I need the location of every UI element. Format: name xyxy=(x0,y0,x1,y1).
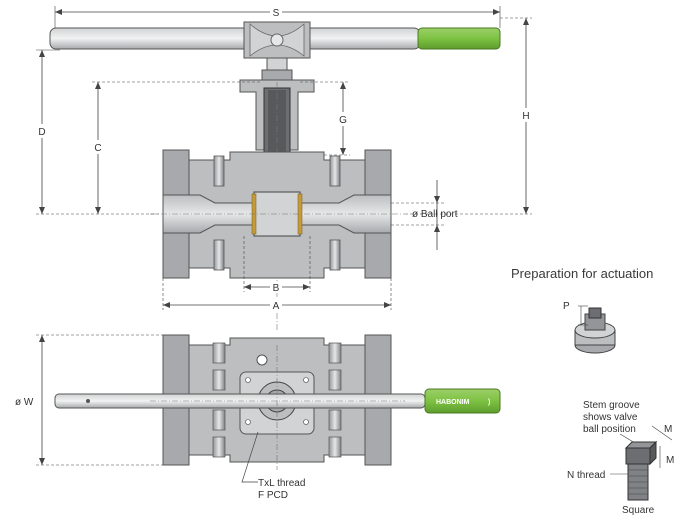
front-section-view: S H D C xyxy=(36,6,532,330)
dim-label-m-side: M xyxy=(666,455,674,466)
dim-label-b: B xyxy=(273,283,280,294)
dim-label-h: H xyxy=(522,111,529,122)
dim-label-a: A xyxy=(273,301,280,312)
handle-grip-green xyxy=(417,27,501,50)
top-plan-view: HABONIM ) ø W TxL thread F PCD xyxy=(15,334,501,501)
dimension-b: B xyxy=(243,236,311,294)
actuation-prep: Preparation for actuation P Stem groove … xyxy=(511,266,674,516)
label-stem-line3: ball position xyxy=(583,424,636,435)
dimension-c: C xyxy=(92,81,262,214)
dim-label-g: G xyxy=(339,115,347,126)
stem-groove-detail: Stem groove shows valve ball position M … xyxy=(567,400,674,516)
dimension-ball-port: ø Ball port xyxy=(391,180,458,250)
preparation-title: Preparation for actuation xyxy=(511,266,653,281)
dimension-g: G xyxy=(300,81,350,156)
label-thread-line1: TxL thread xyxy=(258,478,305,489)
label-n-thread: N thread xyxy=(567,470,605,481)
thread-leader: TxL thread F PCD xyxy=(241,431,305,501)
body-bolts xyxy=(212,342,342,458)
dimension-w: ø W xyxy=(15,334,163,466)
brand-logo-text: HABONIM xyxy=(436,399,470,406)
label-thread-line2: F PCD xyxy=(258,490,288,501)
label-stem-line2: shows valve xyxy=(583,412,638,423)
label-square: Square xyxy=(622,505,655,516)
dim-label-m-top: M xyxy=(664,424,672,435)
stem-top-illustration: P xyxy=(563,301,616,354)
valve-body xyxy=(150,149,405,279)
dim-label-w: ø W xyxy=(15,397,34,408)
brand-grip: HABONIM ) xyxy=(424,388,501,414)
dim-label-s: S xyxy=(273,8,280,19)
handle-lever xyxy=(49,21,501,59)
brand-mark-icon: ) xyxy=(488,399,490,406)
label-stem-line1: Stem groove xyxy=(583,400,640,411)
dimension-h: H xyxy=(405,17,532,215)
dim-label-d: D xyxy=(38,127,45,138)
dim-label-p: P xyxy=(563,301,570,312)
dimension-s: S xyxy=(54,6,501,28)
dim-label-ball-port: ø Ball port xyxy=(412,209,458,220)
dimension-a: A xyxy=(162,278,392,312)
dim-label-c: C xyxy=(94,143,101,154)
